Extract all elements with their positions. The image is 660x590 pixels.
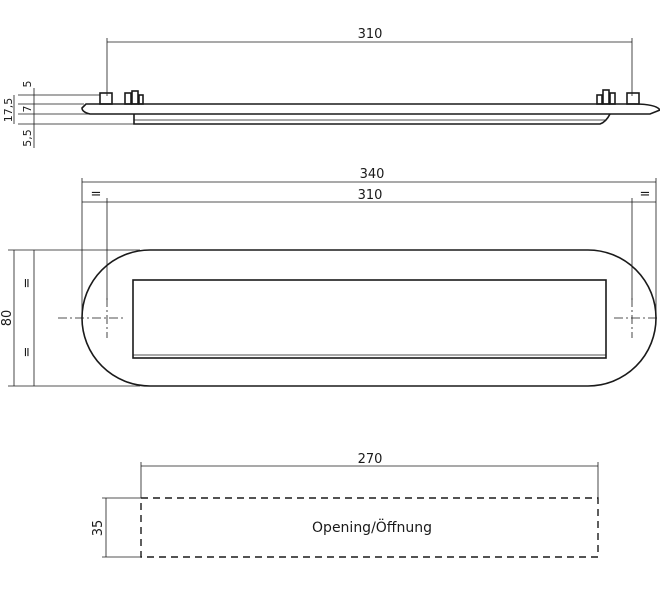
equal-mark: = [20, 278, 35, 289]
dim-340-label: 340 [360, 167, 385, 182]
dim-310-label: 310 [358, 27, 383, 42]
clip-left-a [124, 92, 132, 105]
dim-17-5-label: 17,5 [2, 98, 15, 123]
opening-rectangle [140, 497, 599, 558]
top-view: 340 310 = = 80 = = [0, 167, 660, 387]
equal-mark: = [640, 187, 651, 202]
dim-7-label: 7 [21, 106, 34, 113]
opening-label: Opening/Öffnung [312, 518, 432, 536]
clip-right-b [602, 89, 610, 105]
stud-left [99, 92, 113, 105]
dim-80-label: 80 [0, 310, 15, 327]
flap-outline [132, 279, 607, 359]
plate-outline [81, 249, 657, 387]
clip-left-c [138, 94, 144, 105]
plate-profile [81, 103, 660, 115]
dim-5-label: 5 [21, 81, 34, 88]
clip-right-a [596, 94, 603, 105]
stud-right [626, 92, 640, 105]
flap-profile [133, 113, 611, 125]
clip-left-b [131, 90, 139, 105]
dim-270-label: 270 [358, 452, 383, 467]
dim-310-label: 310 [358, 188, 383, 203]
clip-right-c [609, 92, 616, 105]
side-view: 310 5 17,5 7 5,5 [2, 27, 660, 148]
dim-35-label: 35 [91, 520, 106, 537]
equal-mark: = [91, 187, 102, 202]
equal-mark: = [20, 347, 35, 358]
dim-5-5-label: 5,5 [21, 129, 34, 147]
opening-view: 270 Opening/Öffnung 35 [91, 452, 599, 558]
